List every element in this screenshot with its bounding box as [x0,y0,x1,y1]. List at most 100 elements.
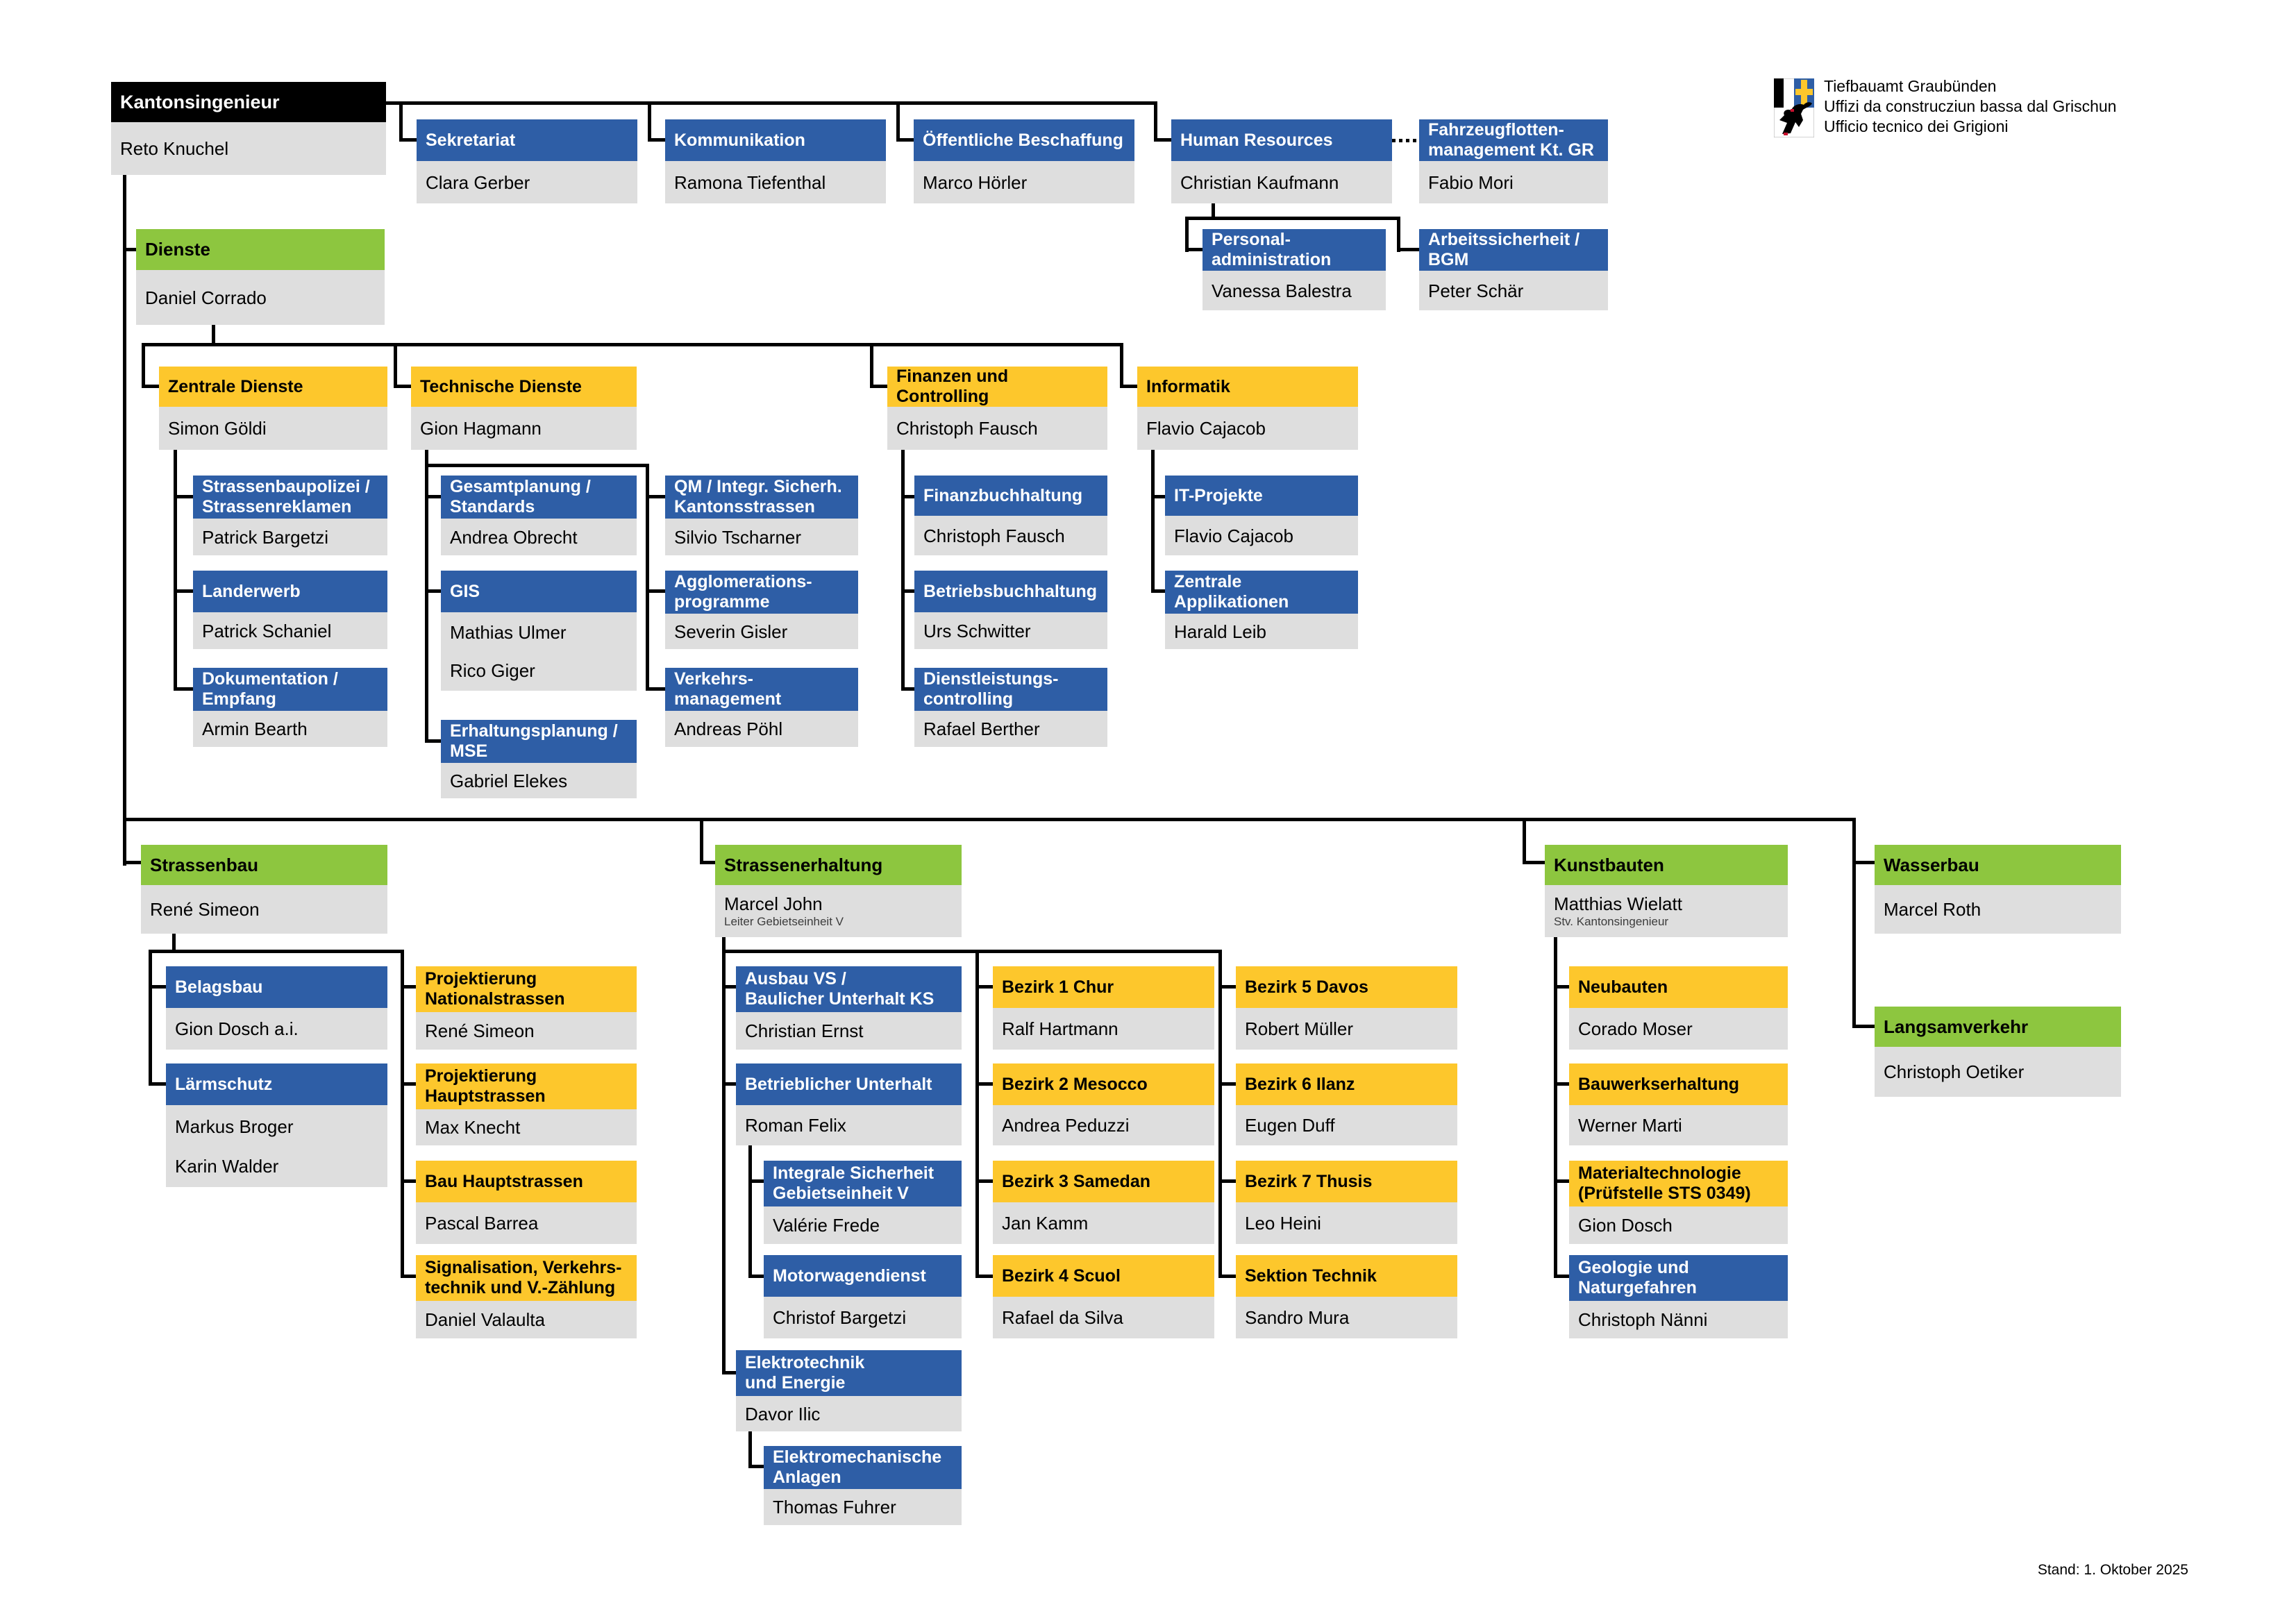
org-box-materialtechnologie: Materialtechnologie (Prüfstelle STS 0349… [1569,1161,1788,1244]
org-unit-title: Bezirk 5 Davos [1236,966,1457,1008]
person-name: Christoph Fausch [923,525,1065,546]
org-unit-title: Agglomerations- programme [665,571,858,614]
org-unit-people: Sandro Mura [1236,1297,1457,1338]
connector-line [1218,1082,1236,1086]
org-unit-title: Kunstbauten [1545,845,1788,885]
org-unit-people: Andrea Peduzzi [993,1105,1214,1145]
org-unit-title: Bezirk 4 Scuol [993,1255,1214,1297]
person-name: Werner Marti [1578,1115,1682,1136]
org-unit-people: Marco Hörler [914,161,1134,203]
connector-line [123,818,1856,821]
org-unit-title: Strassenbau [141,845,387,885]
connector-line [399,101,403,142]
person-name: Daniel Valaulta [425,1309,545,1330]
connector-line [1218,1179,1236,1183]
org-unit-title: Wasserbau [1875,845,2121,885]
connector-line [1218,950,1222,1276]
person-name: Andrea Peduzzi [1002,1115,1130,1136]
person-name: René Simeon [150,899,260,920]
org-unit-people: Ralf Hartmann [993,1008,1214,1050]
connector-line [149,1082,166,1086]
org-unit-people: Flavio Cajacob [1137,407,1358,450]
org-unit-title: Personal- administration [1203,229,1386,271]
org-unit-people: Gion Hagmann [411,407,637,450]
connector-line [149,985,166,989]
connector-line [142,385,159,388]
org-unit-people: Armin Bearth [193,711,387,747]
org-unit-title: Elektrotechnik und Energie [736,1350,962,1396]
person-name: Harald Leib [1174,621,1266,642]
org-unit-title: Bauwerkserhaltung [1569,1063,1788,1105]
person-name: Silvio Tscharner [674,526,802,548]
person-name: René Simeon [425,1020,535,1041]
person-name: Flavio Cajacob [1174,525,1293,546]
org-unit-people: Gion Dosch [1569,1206,1788,1244]
org-unit-title: Ausbau VS / Baulicher Unterhalt KS [736,966,962,1012]
connector-line [646,687,665,691]
connector-line [174,495,193,498]
connector-line [1151,495,1165,498]
person-name: Christof Bargetzi [773,1307,907,1328]
org-unit-people: Andrea Obrecht [441,519,637,555]
org-unit-people: Christoph Oetiker [1875,1047,2121,1097]
person-name: Vanessa Balestra [1212,280,1352,301]
person-name: Daniel Corrado [145,287,267,308]
connector-line [401,950,404,1276]
connector-line [1151,450,1155,591]
connector-line [1212,203,1215,220]
org-unit-people: René Simeon [141,885,387,934]
connector-line [1523,818,1526,864]
connector-line [748,1465,764,1468]
connector-line [1154,101,1157,142]
org-unit-people: Davor Ilic [736,1396,962,1431]
org-unit-title: Technische Dienste [411,367,637,407]
connector-line [401,985,416,989]
org-unit-people: Robert Müller [1236,1008,1457,1050]
person-name: Markus Broger [175,1116,294,1137]
org-unit-people: Gion Dosch a.i. [166,1008,387,1050]
connector-line [1154,138,1171,142]
connector-line [394,343,397,387]
person-name: Robert Müller [1245,1018,1354,1039]
org-unit-title: Geologie und Naturgefahren [1569,1255,1788,1301]
org-unit-people: Marcel Roth [1875,885,2121,934]
connector-line [896,138,914,142]
org-unit-people: Clara Gerber [417,161,637,203]
connector-line [722,1371,736,1374]
org-unit-title: Dokumentation / Empfang [193,668,387,711]
connector-line [901,589,914,593]
person-name: Thomas Fuhrer [773,1497,896,1517]
connector-line [394,385,411,388]
connector-line [975,1275,993,1278]
person-name: Andrea Obrecht [450,526,578,548]
person-name: Karin Walder [175,1155,279,1177]
person-name: Flavio Cajacob [1146,418,1266,439]
person-name: Christoph Oetiker [1884,1061,2025,1082]
org-unit-people: Gabriel Elekes [441,763,637,798]
org-unit-title: Verkehrs- management [665,668,858,711]
org-unit-people: Jan Kamm [993,1202,1214,1244]
connector-line [1554,1082,1569,1086]
org-unit-people: Christof Bargetzi [764,1297,962,1338]
person-name: Marcel Roth [1884,899,1981,920]
person-name: Max Knecht [425,1117,521,1138]
person-name: Peter Schär [1428,280,1524,301]
connector-line [722,950,1218,953]
person-name: Gabriel Elekes [450,770,568,791]
org-unit-title: Finanzbuchhaltung [914,476,1107,516]
org-unit-title: Fahrzeugflotten- management Kt. GR [1419,119,1608,161]
